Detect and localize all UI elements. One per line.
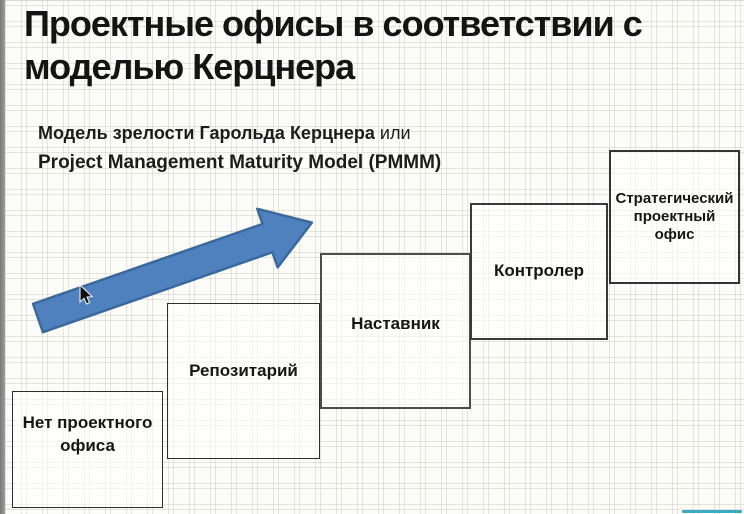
slide-subtitle: Модель зрелости Гарольда Керцнера или Pr… [38,123,441,174]
title-line-2: моделью Керцнера [24,46,355,87]
step-box-controller: Контролер [470,203,608,340]
window-left-edge [0,0,5,514]
step-label: Контролер [493,261,585,281]
step-box-mentor: Наставник [320,253,471,409]
step-label: Наставник [351,313,440,333]
mouse-cursor-arrow [79,283,94,305]
step-box-strategic-office: Стратегический проектный офис [609,150,740,284]
window-top-edge [0,0,744,1]
step-label: Нет проектного офиса [22,413,153,455]
subtitle-or-word: или [374,123,411,143]
slide-title: Проектные офисы в соответствии с моделью… [24,2,643,88]
subtitle-line-1: Модель зрелости Гарольда Керцнера или [38,123,441,144]
step-label: Репозитарий [189,360,298,380]
step-box-repository: Репозитарий [167,303,320,459]
subtitle-english-name: Project Management Maturity Model (PMMM) [38,152,442,173]
title-line-1: Проектные офисы в соответствии с [24,3,643,44]
subtitle-model-name: Модель зрелости Гарольда Керцнера [38,123,375,143]
video-progress-line [682,510,742,513]
step-label: Стратегический проектный офис [615,190,734,243]
step-box-no-office: Нет проектного офиса [12,391,163,508]
